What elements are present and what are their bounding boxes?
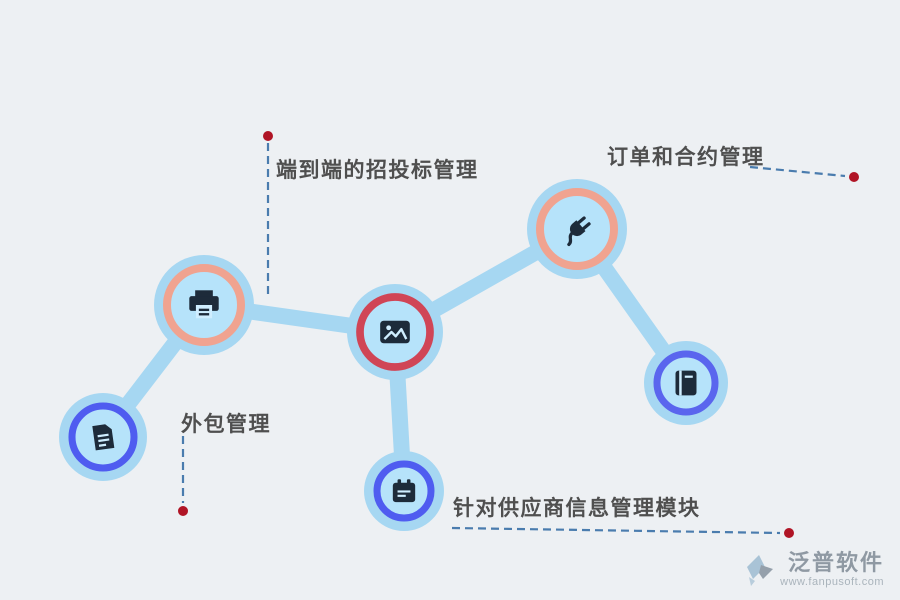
- fanpu-logo-name: 泛普软件: [787, 549, 884, 575]
- fanpu-logo-url: www.fanpusoft.com: [780, 576, 884, 588]
- callout-dot-supplier: [784, 528, 794, 538]
- callout-line-supplier: [451, 526, 781, 535]
- gallery-node: [347, 284, 443, 380]
- calendar-node: [364, 451, 444, 531]
- callout-dot-bidding: [263, 131, 273, 141]
- fanpu-logo-icon: [747, 554, 774, 586]
- printer-node: [154, 255, 254, 355]
- plug-node: [527, 179, 627, 279]
- book-node: [644, 341, 728, 425]
- label-outsourcing-management: 外包管理: [181, 413, 271, 436]
- callout-dot-orders: [849, 172, 859, 182]
- label-supplier-info-module: 针对供应商信息管理模块: [453, 497, 701, 520]
- document-node: [59, 393, 147, 481]
- label-bidding-management: 端到端的招投标管理: [276, 159, 479, 182]
- fanpu-logo: 泛普软件 www.fanpusoft.com: [745, 549, 884, 588]
- callout-line-orders: [749, 165, 846, 178]
- callout-dot-outsourcing: [178, 506, 188, 516]
- label-order-contract-management: 订单和合约管理: [607, 146, 765, 169]
- book-icon: [675, 370, 697, 396]
- image-icon: [378, 319, 412, 345]
